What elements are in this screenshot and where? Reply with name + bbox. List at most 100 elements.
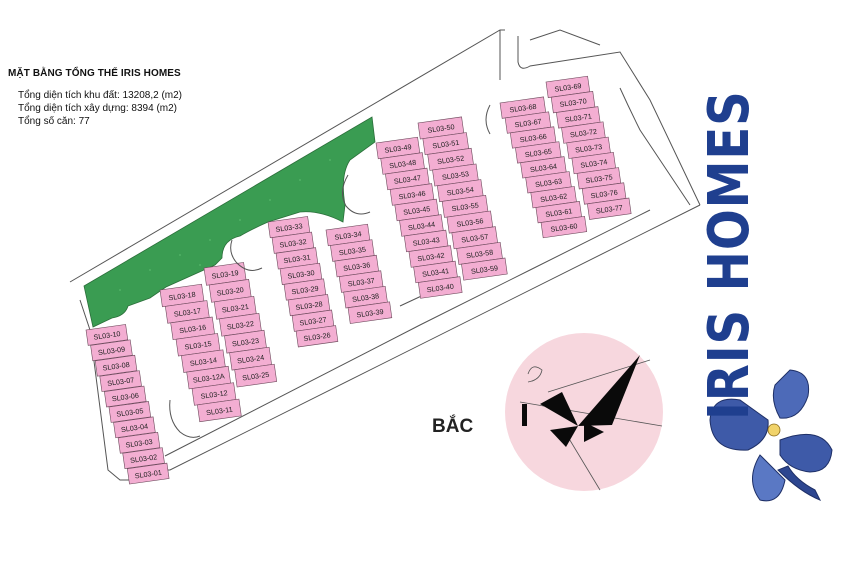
lot-sl03-26[interactable]: SL03-26 bbox=[295, 325, 339, 348]
lot-sl03-04[interactable]: SL03-04 bbox=[113, 416, 156, 439]
lot-label: SL03-03 bbox=[125, 437, 153, 450]
lot-sl03-69[interactable]: SL03-69 bbox=[545, 75, 591, 98]
lot-sl03-62[interactable]: SL03-62 bbox=[530, 186, 577, 209]
lot-label: SL03-60 bbox=[550, 221, 578, 234]
lot-sl03-10[interactable]: SL03-10 bbox=[85, 324, 129, 346]
lot-sl03-67[interactable]: SL03-67 bbox=[504, 111, 552, 134]
lot-sl03-12[interactable]: SL03-12 bbox=[191, 382, 237, 406]
lot-sl03-07[interactable]: SL03-07 bbox=[99, 370, 142, 392]
lot-sl03-51[interactable]: SL03-51 bbox=[422, 132, 469, 156]
lot-sl03-14[interactable]: SL03-14 bbox=[181, 349, 226, 373]
lot-sl03-33[interactable]: SL03-33 bbox=[267, 216, 311, 239]
lot-sl03-17[interactable]: SL03-17 bbox=[164, 300, 210, 324]
lot-sl03-25[interactable]: SL03-25 bbox=[234, 363, 278, 388]
lot-sl03-12a[interactable]: SL03-12A bbox=[186, 365, 231, 390]
north-label: BẮC bbox=[432, 415, 473, 437]
lot-sl03-06[interactable]: SL03-06 bbox=[104, 385, 147, 408]
lot-sl03-34[interactable]: SL03-34 bbox=[325, 223, 371, 247]
lot-sl03-43[interactable]: SL03-43 bbox=[403, 229, 449, 253]
lot-sl03-73[interactable]: SL03-73 bbox=[566, 136, 611, 159]
lot-sl03-30[interactable]: SL03-30 bbox=[279, 262, 323, 285]
lot-sl03-74[interactable]: SL03-74 bbox=[571, 151, 616, 175]
lot-label: SL03-62 bbox=[540, 191, 568, 204]
green-pattern bbox=[119, 159, 331, 291]
lot-sl03-01[interactable]: SL03-01 bbox=[126, 462, 170, 485]
lot-label: SL03-15 bbox=[184, 339, 212, 352]
lot-sl03-59[interactable]: SL03-59 bbox=[461, 257, 508, 281]
lot-label: SL03-46 bbox=[398, 189, 426, 202]
lot-sl03-71[interactable]: SL03-71 bbox=[556, 106, 601, 129]
lot-sl03-35[interactable]: SL03-35 bbox=[330, 239, 375, 262]
lot-label: SL03-56 bbox=[456, 216, 484, 229]
compass-disc bbox=[505, 333, 663, 491]
lot-sl03-36[interactable]: SL03-36 bbox=[334, 254, 379, 278]
lot-label: SL03-36 bbox=[343, 260, 371, 273]
lot-sl03-52[interactable]: SL03-52 bbox=[427, 147, 474, 171]
lot-sl03-20[interactable]: SL03-20 bbox=[208, 279, 252, 303]
lot-sl03-15[interactable]: SL03-15 bbox=[175, 333, 221, 357]
lot-label: SL03-05 bbox=[116, 406, 144, 419]
lot-label: SL03-75 bbox=[585, 172, 613, 185]
lot-sl03-76[interactable]: SL03-76 bbox=[581, 182, 627, 205]
lot-sl03-77[interactable]: SL03-77 bbox=[587, 197, 632, 220]
lot-label: SL03-58 bbox=[466, 248, 494, 261]
lot-label: SL03-35 bbox=[338, 245, 366, 258]
lot-sl03-27[interactable]: SL03-27 bbox=[291, 309, 335, 332]
lot-sl03-37[interactable]: SL03-37 bbox=[338, 270, 384, 293]
lot-sl03-50[interactable]: SL03-50 bbox=[417, 116, 465, 140]
lot-sl03-09[interactable]: SL03-09 bbox=[90, 339, 133, 362]
lot-label: SL03-34 bbox=[334, 229, 362, 242]
lot-sl03-31[interactable]: SL03-31 bbox=[275, 247, 319, 270]
lot-sl03-02[interactable]: SL03-02 bbox=[122, 447, 165, 469]
lot-sl03-28[interactable]: SL03-28 bbox=[287, 294, 331, 317]
lot-label: SL03-26 bbox=[303, 330, 331, 343]
lot-sl03-24[interactable]: SL03-24 bbox=[229, 346, 272, 371]
lot-sl03-03[interactable]: SL03-03 bbox=[117, 431, 161, 454]
block-b-left: SL03-18SL03-17SL03-16SL03-15SL03-14SL03-… bbox=[159, 283, 242, 423]
lot-label: SL03-72 bbox=[569, 127, 597, 140]
lot-sl03-19[interactable]: SL03-19 bbox=[203, 262, 247, 286]
lot-sl03-63[interactable]: SL03-63 bbox=[525, 171, 572, 194]
cul-de-sacs bbox=[169, 104, 491, 438]
lot-sl03-45[interactable]: SL03-45 bbox=[394, 198, 439, 222]
lot-sl03-57[interactable]: SL03-57 bbox=[451, 226, 498, 250]
lot-sl03-70[interactable]: SL03-70 bbox=[550, 91, 596, 114]
compass-needle-north bbox=[578, 355, 640, 426]
lot-sl03-68[interactable]: SL03-68 bbox=[499, 96, 547, 119]
lot-sl03-32[interactable]: SL03-32 bbox=[271, 231, 315, 254]
lot-label: SL03-76 bbox=[590, 188, 618, 201]
compass-needle-west bbox=[540, 392, 578, 426]
lot-sl03-66[interactable]: SL03-66 bbox=[509, 126, 557, 149]
lot-label: SL03-04 bbox=[120, 422, 148, 435]
lot-sl03-64[interactable]: SL03-64 bbox=[520, 156, 567, 179]
lot-sl03-11[interactable]: SL03-11 bbox=[197, 398, 242, 423]
lot-sl03-38[interactable]: SL03-38 bbox=[343, 285, 388, 309]
lots-layer: SL03-10SL03-09SL03-08SL03-07SL03-06SL03-… bbox=[85, 75, 632, 485]
lot-sl03-41[interactable]: SL03-41 bbox=[413, 260, 458, 284]
lot-sl03-47[interactable]: SL03-47 bbox=[385, 167, 430, 191]
lot-sl03-60[interactable]: SL03-60 bbox=[540, 215, 588, 239]
lot-sl03-55[interactable]: SL03-55 bbox=[441, 194, 489, 218]
lot-sl03-23[interactable]: SL03-23 bbox=[224, 329, 267, 354]
lot-sl03-65[interactable]: SL03-65 bbox=[515, 141, 562, 164]
lot-sl03-44[interactable]: SL03-44 bbox=[399, 214, 444, 237]
lot-label: SL03-29 bbox=[291, 284, 319, 297]
lot-sl03-16[interactable]: SL03-16 bbox=[170, 316, 215, 341]
lot-sl03-39[interactable]: SL03-39 bbox=[347, 301, 393, 324]
lot-sl03-49[interactable]: SL03-49 bbox=[375, 136, 421, 160]
lot-sl03-05[interactable]: SL03-05 bbox=[108, 401, 152, 423]
lot-sl03-08[interactable]: SL03-08 bbox=[94, 354, 138, 377]
lot-label: SL03-67 bbox=[514, 117, 542, 130]
lot-sl03-75[interactable]: SL03-75 bbox=[576, 167, 622, 190]
lot-sl03-40[interactable]: SL03-40 bbox=[417, 276, 463, 299]
lot-sl03-46[interactable]: SL03-46 bbox=[389, 183, 435, 206]
lot-sl03-56[interactable]: SL03-56 bbox=[446, 210, 494, 234]
lot-sl03-61[interactable]: SL03-61 bbox=[535, 201, 582, 224]
lot-sl03-22[interactable]: SL03-22 bbox=[218, 312, 262, 337]
lot-sl03-29[interactable]: SL03-29 bbox=[283, 278, 327, 301]
lot-sl03-72[interactable]: SL03-72 bbox=[561, 121, 606, 144]
block-d-left: SL03-49SL03-48SL03-47SL03-46SL03-45SL03-… bbox=[375, 136, 463, 299]
lot-label: SL03-63 bbox=[534, 176, 562, 189]
lot-label: SL03-74 bbox=[580, 157, 608, 170]
lot-sl03-42[interactable]: SL03-42 bbox=[408, 245, 454, 268]
